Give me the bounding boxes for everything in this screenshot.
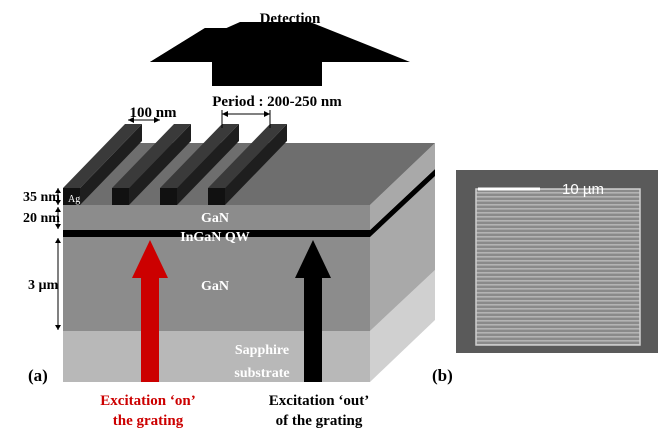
panel-b-label: (b) — [432, 366, 453, 385]
gan-bulk-layer — [63, 175, 435, 331]
excitation-on-label-line1: Excitation ‘on’ — [100, 393, 195, 409]
excitation-on-arrow — [132, 240, 168, 382]
thickness-3um-dimension — [55, 238, 61, 330]
grating-bar — [160, 124, 239, 205]
sem-grating-area — [476, 189, 640, 345]
thickness-20-label: 20 nm — [23, 211, 60, 226]
period-label: Period : 200-250 nm — [212, 94, 342, 110]
grating-bar — [208, 124, 287, 205]
detection-label: Detection — [260, 11, 321, 27]
panel-a: Detection — [23, 11, 435, 429]
excitation-on-label-line2: the grating — [113, 413, 184, 429]
width-dimension — [128, 117, 160, 123]
ag-grating — [63, 124, 287, 205]
panel-b: 10 µm (b) — [432, 170, 658, 385]
detection-arrow — [150, 22, 410, 86]
substrate-label-line1: Sapphire — [235, 343, 289, 358]
grating-bar — [112, 124, 191, 205]
excitation-out-arrow — [295, 240, 331, 382]
qw-label: InGaN QW — [180, 230, 250, 245]
thickness-35-dimension — [55, 188, 61, 205]
sem-grating-border — [475, 188, 641, 346]
gan-top-label: GaN — [201, 211, 229, 226]
grating-bar — [63, 124, 142, 205]
excitation-out-label-line2: of the grating — [276, 413, 363, 429]
panel-a-label: (a) — [28, 366, 48, 385]
excitation-out-label-line1: Excitation ‘out’ — [269, 393, 369, 409]
width-label: 100 nm — [129, 105, 177, 121]
period-dimension — [221, 110, 271, 128]
substrate-label-line2: substrate — [234, 366, 289, 381]
scale-bar-label: 10 µm — [562, 181, 604, 198]
ag-label: Ag — [68, 194, 80, 205]
thickness-20-dimension — [55, 207, 61, 229]
thickness-35-label: 35 nm — [23, 190, 60, 205]
quantum-well-layer — [63, 169, 435, 237]
sapphire-layer — [63, 270, 435, 382]
gan-bulk-label: GaN — [201, 279, 229, 294]
thickness-3um-label: 3 µm — [28, 278, 59, 293]
